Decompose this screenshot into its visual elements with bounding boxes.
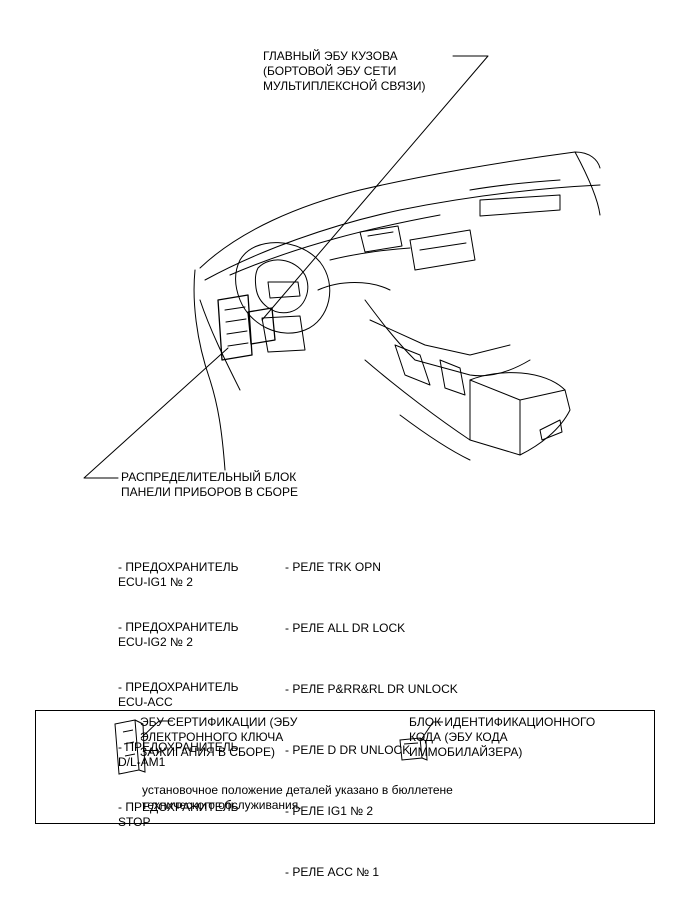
fuse-list: - ПРЕДОХРАНИТЕЛЬ ECU-IG1 № 2 - ПРЕДОХРАН…: [118, 530, 238, 845]
legend-icons: [114, 719, 443, 775]
installation-note: установочное положение деталей указано в…: [142, 783, 453, 812]
fuse-item: - ПРЕДОХРАНИТЕЛЬ STOP: [118, 800, 239, 829]
armrest: [469, 372, 571, 456]
immobilizer-label: БЛОК ИДЕНТИФИКАЦИОННОГО КОДА (ЭБУ КОДА И…: [409, 715, 596, 759]
fuse-item: - ПРЕДОХРАНИТЕЛЬ D/L-AM1: [118, 740, 239, 769]
dash-top-outline: [199, 151, 601, 269]
leader-body-ecu: [261, 55, 489, 321]
dash-upper-line: [204, 184, 601, 281]
leader-cert-ecu: [140, 720, 173, 739]
relay-item: - РЕЛЕ ALL DR LOCK: [285, 621, 406, 635]
legend-box: ЭБУ СЕРТИФИКАЦИИ (ЭБУ ЭЛЕКТРОННОГО КЛЮЧА…: [35, 710, 655, 824]
body-ecu: [247, 307, 276, 345]
leader-junction-block: [83, 347, 229, 479]
center-display: [359, 225, 403, 253]
fuse-item: - ПРЕДОХРАНИТЕЛЬ ECU-ACC: [118, 680, 239, 709]
fuse-item: - ПРЕДОХРАНИТЕЛЬ ECU-IG1 № 2: [118, 560, 239, 589]
relay-item: - РЕЛЕ TRK OPN: [285, 560, 381, 574]
steering-wheel: [235, 242, 331, 334]
relay-item: - РЕЛЕ IG1 № 2: [285, 804, 374, 818]
relay-item: - РЕЛЕ D DR UNLOCK: [285, 743, 411, 757]
certification-ecu-icon: [114, 719, 146, 775]
immobilizer-icon: [399, 737, 428, 761]
dashboard-illustration: [83, 55, 601, 479]
leader-immobilizer: [420, 721, 443, 741]
junction-block-callout: РАСПРЕДЕЛИТЕЛЬНЫЙ БЛОК ПАНЕЛИ ПРИБОРОВ В…: [121, 470, 298, 499]
body-ecu-callout: ГЛАВНЫЙ ЭБУ КУЗОВА (БОРТОВОЙ ЭБУ СЕТИ МУ…: [263, 49, 426, 93]
relay-item: - РЕЛЕ P&RR&RL DR UNLOCK: [285, 682, 458, 696]
fuse-item: - ПРЕДОХРАНИТЕЛЬ ECU-IG2 № 2: [118, 620, 239, 649]
steering-column: [261, 315, 306, 353]
junction-block: [217, 294, 253, 361]
windshield-edge: [574, 151, 601, 216]
relay-item: - РЕЛЕ ACC № 1: [285, 865, 380, 879]
certification-ecu-label: ЭБУ СЕРТИФИКАЦИИ (ЭБУ ЭЛЕКТРОННОГО КЛЮЧА…: [140, 715, 298, 759]
center-console: [364, 299, 531, 377]
